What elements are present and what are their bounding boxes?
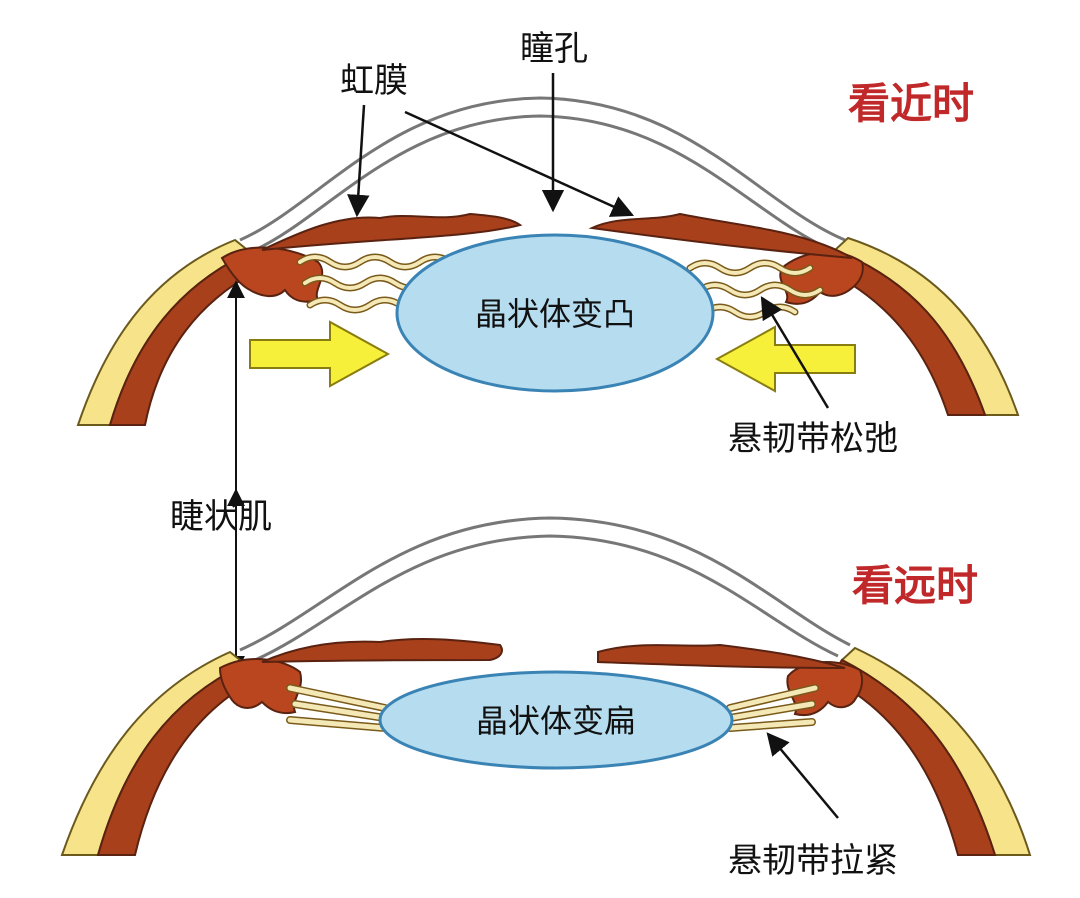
pupil-label: 瞳孔	[520, 29, 588, 69]
far-zonule-pointer	[766, 732, 839, 819]
near-arrow-left	[249, 320, 391, 388]
near-lens-label: 晶状体变凸	[475, 295, 635, 333]
far-zonule-label: 悬韧带拉紧	[728, 841, 898, 881]
near-cornea-inner	[254, 114, 833, 252]
far-lens	[378, 670, 734, 770]
far-cornea-outer	[239, 516, 851, 652]
near-zonule-label: 悬韧带松弛	[728, 419, 898, 459]
far-zonules-right-fill	[727, 685, 818, 731]
near-title: 看近时	[848, 79, 974, 128]
far-zonules-left-fill	[287, 685, 388, 731]
iris-pointer-left	[347, 104, 370, 218]
far-title: 看远时	[852, 561, 978, 610]
far-ciliary-muscle-left	[218, 658, 303, 714]
near-zonule-pointer	[760, 296, 830, 409]
near-cornea-outer	[239, 96, 846, 242]
far-eye: 晶状体变扁 看远时 悬韧带拉紧	[60, 516, 1032, 881]
iris-pointer-right	[404, 110, 635, 217]
far-iris-right	[597, 643, 846, 669]
near-lens	[395, 233, 715, 393]
near-arrow-right	[714, 325, 856, 393]
near-iris-right	[588, 212, 853, 259]
far-lens-label: 晶状体变扁	[476, 702, 636, 740]
near-iris-left	[261, 212, 523, 251]
far-cornea-inner	[254, 534, 839, 662]
far-iris-left	[261, 637, 503, 663]
near-ciliary-muscle-right	[779, 251, 864, 305]
near-eye: 晶状体变凸 看近时 虹膜 瞳孔 悬韧带松弛	[76, 29, 1020, 459]
iris-label: 虹膜	[340, 61, 408, 101]
ciliary-muscle-label: 睫状肌	[170, 497, 272, 537]
